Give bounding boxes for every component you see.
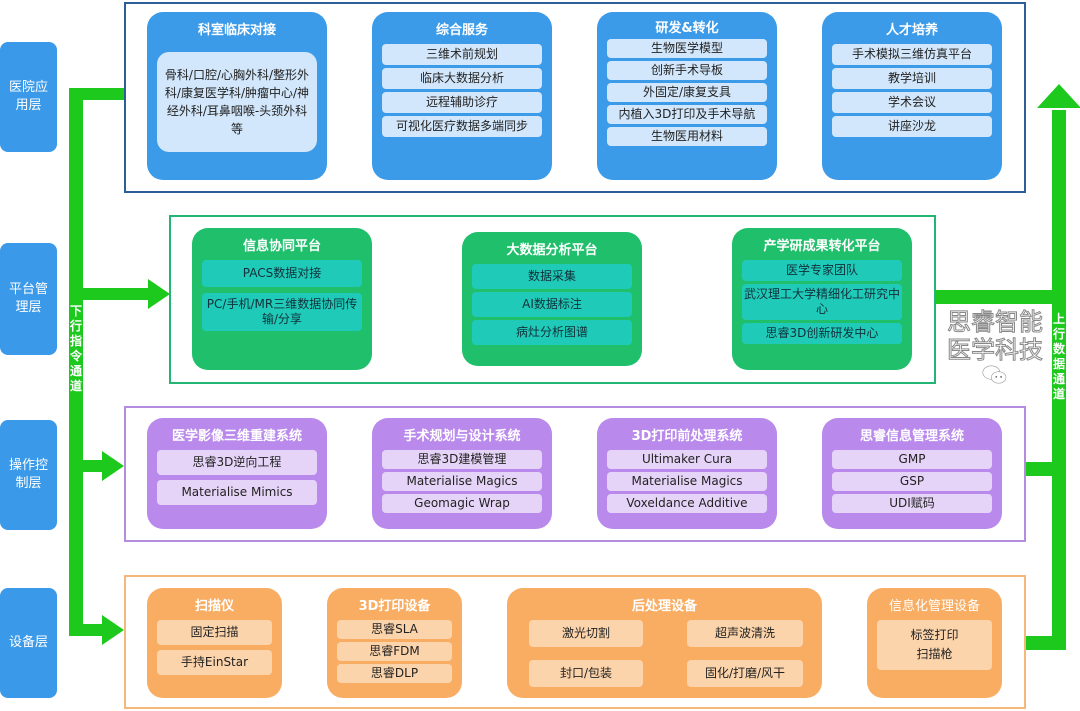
layer-label-device: 设备层 [0, 588, 57, 698]
list-item: AI数据标注 [472, 292, 632, 317]
card-title: 3D打印设备 [358, 599, 431, 614]
card-title: 信息协同平台 [242, 239, 321, 254]
list-item: 武汉理工大学精细化工研究中心 [742, 284, 902, 320]
list-item: 思睿SLA [337, 620, 452, 639]
list-item: UDI赋码 [832, 494, 992, 513]
arrow-right-icon [102, 615, 124, 645]
list-item: PC/手机/MR三维数据协同传输/分享 [202, 293, 362, 331]
list-item: Materialise Magics [382, 472, 542, 491]
list-item: GSP [832, 472, 992, 491]
arrow-up-icon [1037, 84, 1080, 108]
list-item: 教学培训 [832, 68, 992, 89]
list-item: 远程辅助诊疗 [382, 92, 542, 113]
list-item: Ultimaker Cura [607, 450, 767, 469]
card-imaging-3d: 医学影像三维重建系统 思睿3D逆向工程 Materialise Mimics [147, 418, 327, 529]
downlink-label: 下行指令通道 [69, 304, 82, 393]
list-item: 讲座沙龙 [832, 116, 992, 137]
card-title: 手术规划与设计系统 [403, 429, 521, 444]
list-item: 三维术前规划 [382, 44, 542, 65]
card-title: 科室临床对接 [197, 23, 276, 38]
list-item: 封口/包装 [529, 660, 643, 687]
list-item: GMP [832, 450, 992, 469]
list-item: 固化/打磨/风干 [687, 660, 803, 687]
card-title: 扫描仪 [194, 599, 234, 614]
card-3d-printer: 3D打印设备 思睿SLA 思睿FDM 思睿DLP [327, 588, 462, 698]
list-item: Materialise Magics [607, 472, 767, 491]
card-integrated-services: 综合服务 三维术前规划 临床大数据分析 远程辅助诊疗 可视化医疗数据多端同步 [372, 12, 552, 180]
list-item: 思睿3D创新研发中心 [742, 323, 902, 344]
list-item: 生物医学模型 [607, 39, 767, 58]
card-title: 思睿信息管理系统 [859, 429, 964, 444]
list-item: 外固定/康复支具 [607, 83, 767, 102]
list-item: 扫描枪 [877, 645, 992, 670]
card-title: 医学影像三维重建系统 [171, 429, 302, 444]
list-item: Voxeldance Additive [607, 494, 767, 513]
list-item: 可视化医疗数据多端同步 [382, 116, 542, 137]
uplink-label: 上行数据通道 [1052, 312, 1065, 401]
card-rnd: 研发&转化 生物医学模型 创新手术导板 外固定/康复支具 内植入3D打印及手术导… [597, 12, 777, 180]
arrow-right-icon [102, 451, 124, 481]
watermark: 思睿智能医学科技 [942, 308, 1048, 386]
card-info-devices: 信息化管理设备 标签打印 扫描枪 [867, 588, 1002, 698]
card-talent: 人才培养 手术模拟三维仿真平台 教学培训 学术会议 讲座沙龙 [822, 12, 1002, 180]
card-info-collab: 信息协同平台 PACS数据对接 PC/手机/MR三维数据协同传输/分享 [192, 228, 372, 370]
list-item: 临床大数据分析 [382, 68, 542, 89]
list-item: 思睿DLP [337, 664, 452, 683]
hospital-layer-frame [124, 2, 1026, 193]
control-layer-frame [124, 406, 1026, 542]
card-print-preprocessing: 3D打印前处理系统 Ultimaker Cura Materialise Mag… [597, 418, 777, 529]
list-item: 固定扫描 [157, 620, 272, 645]
layer-label-platform: 平台管理层 [0, 243, 57, 355]
card-title: 大数据分析平台 [506, 243, 598, 258]
watermark-text: 思睿智能医学科技 [947, 308, 1044, 365]
department-list: 骨科/口腔/心胸外科/整形外科/康复医学科/肿瘤中心/神经外科/耳鼻咽喉-头颈外… [157, 52, 317, 152]
platform-layer-frame [169, 215, 936, 384]
card-title: 综合服务 [435, 23, 488, 38]
card-title: 产学研成果转化平台 [763, 239, 881, 254]
list-item: 手术模拟三维仿真平台 [832, 44, 992, 65]
list-item: 超声波清洗 [687, 620, 803, 647]
list-item: 生物医用材料 [607, 127, 767, 146]
list-item: 医学专家团队 [742, 260, 902, 281]
list-item: 病灶分析图谱 [472, 320, 632, 345]
layer-label-control: 操作控制层 [0, 420, 57, 530]
card-title: 信息化管理设备 [888, 599, 980, 614]
list-item: 数据采集 [472, 264, 632, 289]
card-scanner: 扫描仪 固定扫描 手持EinStar [147, 588, 282, 698]
card-bigdata: 大数据分析平台 数据采集 AI数据标注 病灶分析图谱 [462, 232, 642, 366]
wechat-icon [982, 365, 1007, 384]
card-postprocessing: 后处理设备 激光切割 超声波清洗 封口/包装 固化/打磨/风干 [507, 588, 822, 698]
card-industry-research: 产学研成果转化平台 医学专家团队 武汉理工大学精细化工研究中心 思睿3D创新研发… [732, 228, 912, 370]
card-info-management: 思睿信息管理系统 GMP GSP UDI赋码 [822, 418, 1002, 529]
card-title: 后处理设备 [631, 599, 697, 614]
device-layer-frame [124, 575, 1026, 709]
card-title: 3D打印前处理系统 [631, 429, 743, 444]
list-item: 学术会议 [832, 92, 992, 113]
list-item: Geomagic Wrap [382, 494, 542, 513]
card-title: 人才培养 [885, 23, 938, 38]
list-item: 标签打印 [877, 620, 992, 645]
list-item: 内植入3D打印及手术导航 [607, 105, 767, 124]
card-clinical: 科室临床对接 骨科/口腔/心胸外科/整形外科/康复医学科/肿瘤中心/神经外科/耳… [147, 12, 327, 180]
list-item: 思睿FDM [337, 642, 452, 661]
list-item: 思睿3D逆向工程 [157, 450, 317, 475]
list-item: 手持EinStar [157, 650, 272, 675]
card-surgery-planning: 手术规划与设计系统 思睿3D建模管理 Materialise Magics Ge… [372, 418, 552, 529]
list-item: Materialise Mimics [157, 480, 317, 505]
list-item: 创新手术导板 [607, 61, 767, 80]
list-item: PACS数据对接 [202, 260, 362, 287]
list-item: 激光切割 [529, 620, 643, 647]
layer-label-hospital: 医院应用层 [0, 42, 57, 152]
list-item: 思睿3D建模管理 [382, 450, 542, 469]
card-title: 研发&转化 [655, 21, 719, 36]
arrow-right-icon [148, 279, 170, 309]
